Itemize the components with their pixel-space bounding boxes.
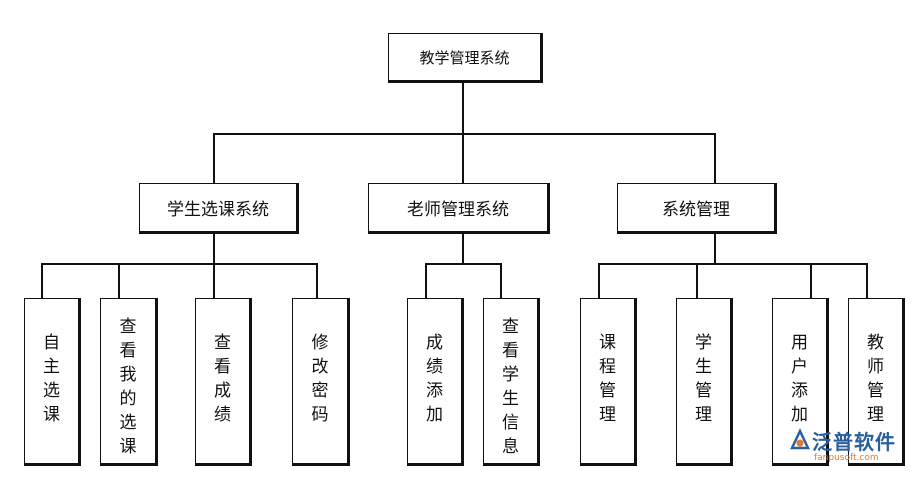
connector-leaf-9 [810,263,812,299]
connector-group-2-bus [425,263,502,265]
leaf-node-label: 学生管理 [695,333,712,425]
leaf-node: 用户添加 [772,298,829,466]
connector-root-down [462,81,464,134]
connector-leaf-2 [118,263,120,299]
leaf-node: 查看学生信息 [483,298,540,466]
leaf-node-label: 查看学生信息 [502,317,519,457]
connector-leaf-10 [866,263,868,299]
leaf-node: 课程管理 [580,298,637,466]
connector-group-1-down [213,232,215,264]
group-node-label: 系统管理 [662,200,730,220]
leaf-node-label: 课程管理 [599,333,616,425]
connector-to-group-2 [462,133,464,183]
connector-top-bus [213,133,716,135]
group-node-label: 学生选课系统 [167,200,269,220]
connector-group-3-down [714,232,716,264]
leaf-node: 成绩添加 [407,298,464,466]
connector-to-group-1 [213,133,215,183]
logo-brand-text: 泛普软件 [812,430,896,454]
brand-logo: 泛普软件 fanpusoft.com [788,426,914,466]
connector-leaf-3 [213,263,215,299]
connector-leaf-4 [316,263,318,299]
connector-to-group-3 [714,133,716,183]
connector-group-3-bus [598,263,868,265]
connector-leaf-8 [696,263,698,299]
root-node-label: 教学管理系统 [419,48,510,67]
leaf-node-label: 修改密码 [311,333,329,425]
group-node-system: 系统管理 [617,183,777,234]
group-node-teacher: 老师管理系统 [368,183,550,234]
leaf-node-label: 查看成绩 [214,333,231,425]
leaf-node-label: 用户添加 [791,333,808,425]
connector-group-2-down [462,232,464,264]
connector-leaf-7 [598,263,600,299]
logo-url-text: fanpusoft.com [814,453,879,463]
leaf-node-label: 查看我的选课 [119,317,137,457]
leaf-node-label: 自主选课 [43,333,60,425]
leaf-node-label: 成绩添加 [426,333,443,425]
leaf-node: 查看我的选课 [100,298,158,466]
leaf-node: 查看成绩 [195,298,252,466]
connector-leaf-5 [425,263,427,299]
leaf-node-label: 教师管理 [867,333,884,425]
root-node: 教学管理系统 [388,33,543,83]
logo-mark-icon [790,428,810,450]
group-node-label: 老师管理系统 [407,200,509,220]
leaf-node: 教师管理 [848,298,905,466]
connector-leaf-6 [500,263,502,299]
leaf-node: 修改密码 [292,298,350,466]
connector-group-1-bus [41,263,318,265]
connector-leaf-1 [41,263,43,299]
group-node-student: 学生选课系统 [139,183,299,234]
leaf-node: 学生管理 [676,298,733,466]
leaf-node: 自主选课 [24,298,81,466]
